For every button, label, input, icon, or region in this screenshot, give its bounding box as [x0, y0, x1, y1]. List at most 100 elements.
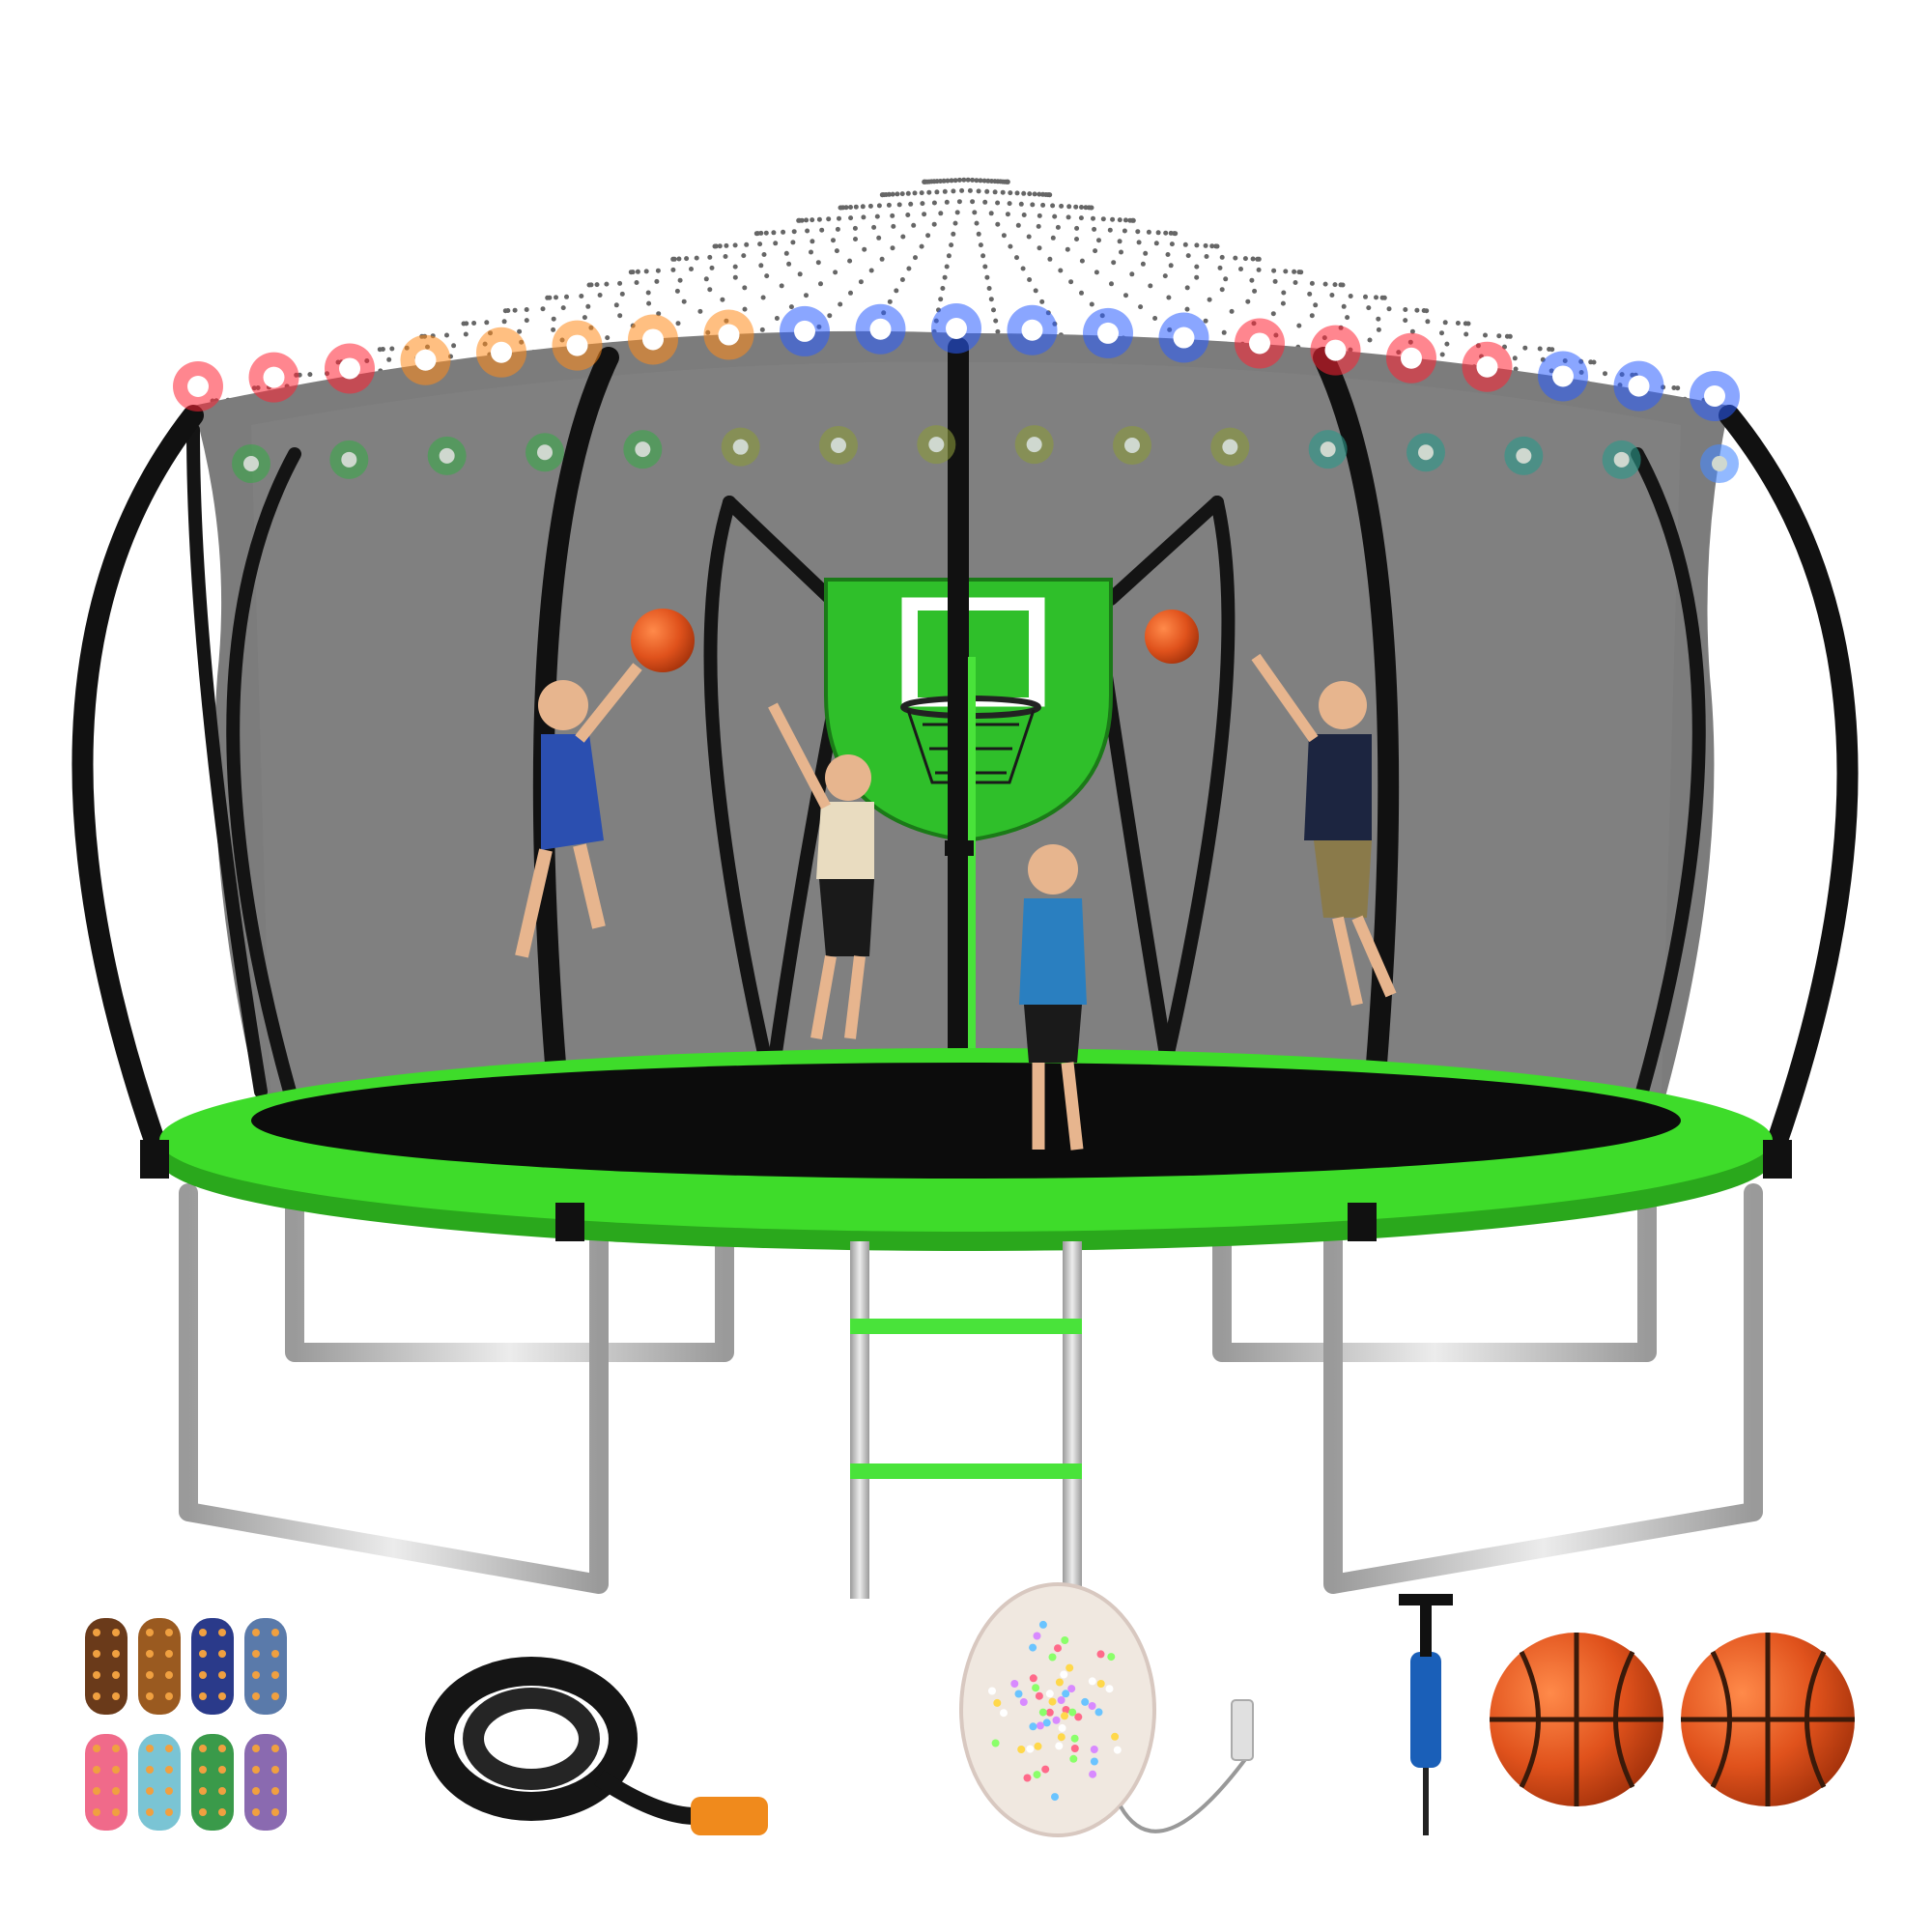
- led-light: [819, 425, 858, 465]
- spray-droplet: [809, 249, 813, 255]
- spray-droplet: [1483, 332, 1488, 338]
- spray-droplet: [764, 273, 770, 279]
- spray-droplet: [1047, 192, 1053, 198]
- spray-droplet: [944, 199, 950, 205]
- spray-droplet: [307, 372, 313, 378]
- spray-droplet: [1166, 295, 1172, 300]
- spray-droplet: [967, 187, 973, 193]
- spray-droplet: [1021, 190, 1027, 196]
- spray-droplet: [1217, 265, 1223, 270]
- spray-droplet: [1245, 298, 1251, 304]
- spray-droplet: [972, 210, 978, 215]
- spray-droplet: [886, 202, 892, 208]
- spray-droplet: [1549, 347, 1555, 353]
- spray-droplet: [1309, 313, 1315, 319]
- sock: [138, 1618, 181, 1715]
- spray-droplet: [1219, 287, 1225, 293]
- spray-droplet: [1238, 267, 1243, 271]
- spray-droplet: [956, 199, 962, 205]
- spray-droplet: [848, 290, 853, 296]
- spray-droplet: [674, 288, 680, 294]
- spray-droplet: [905, 213, 911, 217]
- spray-droplet: [816, 216, 822, 222]
- spray-droplet: [992, 189, 998, 195]
- spray-droplet: [1194, 264, 1200, 270]
- led-light: [1700, 444, 1739, 483]
- spray-droplet: [867, 203, 873, 209]
- spray-droplet: [594, 282, 600, 288]
- spray-droplet: [1107, 227, 1113, 233]
- spray-droplet: [1033, 288, 1038, 294]
- spray-droplet: [886, 191, 892, 197]
- pole-right-mid: [1313, 347, 1400, 1233]
- spray-droplet: [853, 204, 859, 210]
- spray-droplet: [1455, 321, 1461, 326]
- spray-droplet: [848, 205, 853, 210]
- spray-droplet: [676, 256, 682, 262]
- spray-droplet: [717, 243, 723, 249]
- spray-droplet: [993, 318, 999, 324]
- spray-droplet: [1442, 320, 1448, 326]
- spray-droplet: [512, 307, 518, 313]
- led-light: [1310, 325, 1361, 376]
- spray-droplet: [895, 191, 900, 197]
- spray-droplet: [1298, 270, 1304, 275]
- spray-droplet: [681, 298, 687, 304]
- spray-droplet: [1591, 359, 1597, 365]
- spray-droplet: [919, 243, 924, 249]
- kid-middle-left: [768, 702, 874, 1040]
- spray-droplet: [1252, 288, 1258, 294]
- spray-droplet: [671, 256, 677, 262]
- spray-droplet: [843, 205, 849, 211]
- spray-droplet: [799, 217, 805, 223]
- spray-droplet: [560, 305, 566, 311]
- spray-droplet: [786, 261, 792, 267]
- spray-droplet: [1037, 245, 1042, 251]
- led-light: [721, 427, 760, 467]
- spray-droplet: [1155, 230, 1161, 236]
- trampoline-legs: [179, 1183, 1763, 1594]
- spray-droplet: [1109, 281, 1114, 287]
- spray-droplet: [900, 234, 906, 240]
- spray-droplet: [942, 188, 948, 194]
- spray-droplet: [982, 264, 988, 270]
- spray-droplet: [1058, 268, 1064, 273]
- spray-droplet: [582, 315, 587, 321]
- spray-droplet: [835, 226, 840, 232]
- spray-droplet: [940, 286, 946, 291]
- led-light: [1158, 312, 1209, 363]
- spray-droplet: [1194, 274, 1200, 280]
- spray-droplet: [847, 258, 853, 264]
- spray-droplet: [1074, 237, 1079, 242]
- spray-droplet: [951, 188, 956, 194]
- spray-droplet: [951, 231, 956, 237]
- spray-droplet: [1270, 311, 1276, 317]
- spray-droplet: [912, 190, 918, 196]
- spray-droplet: [1123, 293, 1128, 298]
- spray-droplet: [1059, 203, 1065, 209]
- led-light: [476, 327, 526, 378]
- spray-droplet: [1140, 261, 1146, 267]
- led-light: [1538, 351, 1588, 402]
- led-light: [1235, 318, 1285, 369]
- spray-droplet: [906, 266, 912, 271]
- spray-droplet: [585, 303, 591, 309]
- spray-droplet: [931, 200, 937, 206]
- spray-droplet: [613, 302, 619, 308]
- spray-droplet: [995, 221, 1001, 227]
- ladder: [850, 1241, 1082, 1599]
- led-light: [1613, 360, 1664, 412]
- spray-droplet: [380, 347, 385, 352]
- spray-droplet: [1271, 268, 1277, 273]
- led-lights-bottom: [232, 425, 1739, 483]
- spray-droplet: [1280, 300, 1286, 306]
- hose-sprinkler-icon: [425, 1657, 768, 1835]
- spray-droplet: [707, 254, 713, 260]
- spray-droplet: [985, 178, 991, 184]
- spray-droplet: [788, 304, 794, 310]
- spray-droplet: [986, 286, 992, 291]
- spray-droplet: [1322, 281, 1328, 287]
- spray-droplet: [938, 179, 943, 184]
- spray-droplet: [1052, 213, 1058, 219]
- spray-droplet: [1256, 256, 1262, 262]
